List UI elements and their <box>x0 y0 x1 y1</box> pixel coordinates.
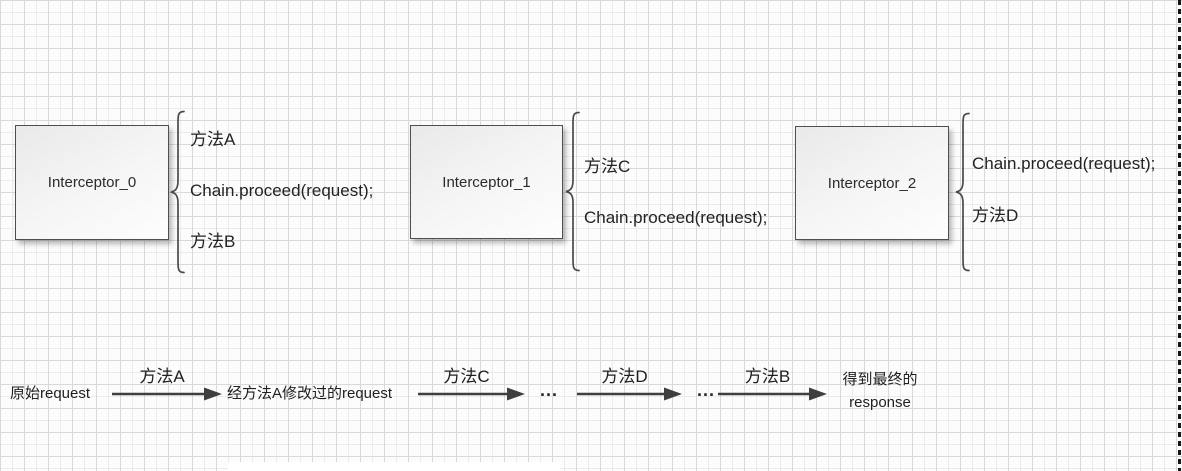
flow-end-label: 得到最终的 response <box>830 368 930 414</box>
curly-brace-icon <box>170 110 185 274</box>
flow-node-modified-request: 经方法A修改过的request <box>227 385 393 402</box>
chain-proceed-label-0: Chain.proceed(request); <box>190 181 374 200</box>
flow-end-line1: 得到最终的 <box>842 371 918 388</box>
flow-arrow-label-a: 方法A <box>139 367 185 386</box>
chain-proceed-label-2: Chain.proceed(request); <box>972 154 1156 173</box>
flow-arrow-label-c: 方法C <box>443 367 490 386</box>
method-b-label: 方法B <box>190 232 236 251</box>
interceptor-2-box: Interceptor_2 <box>795 126 949 240</box>
flow-end-line2: response <box>849 394 911 411</box>
interceptor-1-box: Interceptor_1 <box>410 125 563 239</box>
flow-arrow-label-b: 方法B <box>744 367 791 386</box>
interceptor-2-label: Interceptor_2 <box>827 174 917 192</box>
arrow-right-icon <box>418 387 525 401</box>
interceptor-0-box: Interceptor_0 <box>15 125 169 240</box>
curly-brace-icon <box>955 112 970 272</box>
method-d-label: 方法D <box>972 206 1019 225</box>
arrow-right-icon <box>718 387 827 401</box>
arrow-right-icon <box>577 387 682 401</box>
flow-ellipsis: ... <box>540 380 559 400</box>
method-c-label: 方法C <box>584 157 631 176</box>
curly-brace-icon <box>565 111 580 272</box>
flow-ellipsis: ... <box>697 380 716 400</box>
page-edge-strip <box>228 462 560 471</box>
chain-proceed-label-1: Chain.proceed(request); <box>584 208 768 227</box>
flow-start-label: 原始request <box>10 385 91 402</box>
interceptor-0-label: Interceptor_0 <box>47 174 137 191</box>
selection-dashed-border <box>1178 0 1181 471</box>
arrow-right-icon <box>112 387 222 401</box>
flow-arrow-label-d: 方法D <box>601 367 648 386</box>
interceptor-1-label: Interceptor_1 <box>442 173 531 191</box>
method-a-label: 方法A <box>190 130 236 149</box>
